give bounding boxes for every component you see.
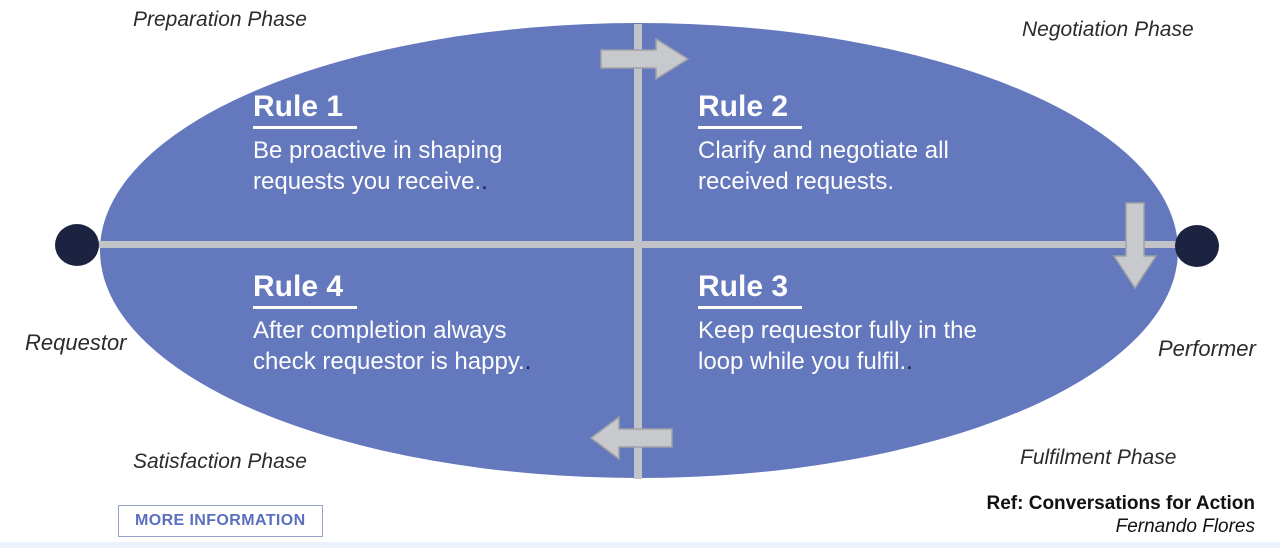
- reference-title: Ref: Conversations for Action: [986, 493, 1256, 514]
- rule-1-line2: requests you receive..: [253, 168, 488, 195]
- performer-node-dot: [1175, 225, 1219, 267]
- rule-1-line1: Be proactive in shaping: [253, 137, 503, 164]
- bottom-accent-strip: [0, 542, 1280, 548]
- requestor-label: Requestor: [25, 330, 127, 355]
- rule-2-line2: received requests.: [698, 168, 895, 195]
- rule-3-line1: Keep requestor fully in the: [698, 317, 977, 344]
- satisfaction-phase-label: Satisfaction Phase: [133, 450, 307, 473]
- rule-4-line2: check requestor is happy..: [253, 348, 532, 375]
- more-information-button[interactable]: MORE INFORMATION: [118, 505, 323, 537]
- rule-3-line2: loop while you fulfil..: [698, 348, 913, 375]
- rule-1-block: Rule 1 Be proactive in shaping requests …: [253, 90, 503, 197]
- vertical-axis-line: [634, 24, 642, 479]
- rule-3-title: Rule 3: [698, 270, 803, 309]
- arrow-down-icon: [1112, 202, 1158, 290]
- rule-4-title: Rule 4: [253, 270, 358, 309]
- rule-3-block: Rule 3 Keep requestor fully in the loop …: [698, 270, 977, 377]
- rule-2-line1: Clarify and negotiate all: [698, 137, 949, 164]
- preparation-phase-label: Preparation Phase: [133, 8, 307, 31]
- fulfilment-phase-label: Fulfilment Phase: [1020, 446, 1177, 469]
- rule-1-dark-dot: .: [481, 168, 488, 195]
- reference-block: Ref: Conversations for Action Fernando F…: [987, 492, 1256, 538]
- rule-1-title: Rule 1: [253, 90, 358, 129]
- rule-4-dark-dot: .: [524, 348, 532, 375]
- performer-label: Performer: [1158, 336, 1256, 361]
- requestor-node-dot: [55, 224, 99, 266]
- reference-author: Fernando Flores: [1115, 516, 1255, 537]
- negotiation-phase-label: Negotiation Phase: [1022, 18, 1194, 41]
- rule-3-dark-dot: .: [906, 348, 913, 375]
- rule-2-block: Rule 2 Clarify and negotiate all receive…: [698, 90, 949, 197]
- rule-4-line1: After completion always: [253, 317, 507, 344]
- rule-4-block: Rule 4 After completion always check req…: [253, 270, 531, 377]
- arrow-left-icon: [589, 414, 673, 462]
- rule-2-title: Rule 2: [698, 90, 803, 129]
- arrow-right-icon: [600, 37, 690, 81]
